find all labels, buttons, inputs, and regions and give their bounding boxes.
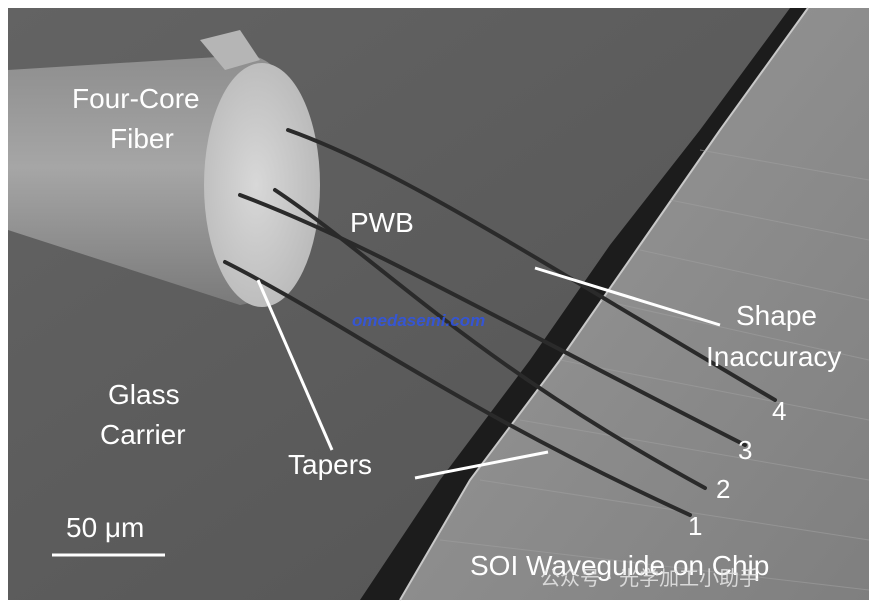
chip-waveguide-lines bbox=[439, 149, 870, 591]
label-tapers: Tapers bbox=[288, 449, 372, 480]
wire-bond-3 bbox=[238, 193, 747, 447]
trench-gap bbox=[360, 8, 808, 600]
label-waveguide-2: 2 bbox=[716, 474, 730, 504]
fiber-chipped-edge bbox=[200, 30, 260, 70]
wire-bond-4 bbox=[286, 128, 777, 402]
label-waveguide-4: 4 bbox=[772, 396, 786, 426]
wire-bond-2 bbox=[273, 188, 707, 490]
label-glass-line1: Glass bbox=[108, 379, 180, 410]
chip-surface bbox=[400, 8, 869, 600]
wire-bond-1 bbox=[223, 260, 692, 517]
label-shape-line2: Inaccuracy bbox=[706, 341, 841, 372]
fiber-end-face bbox=[204, 63, 320, 307]
photonic-wire-bonds bbox=[223, 128, 777, 517]
tapers-pointer-1 bbox=[256, 279, 334, 451]
annotation-lines bbox=[256, 266, 721, 480]
label-waveguide-3: 3 bbox=[738, 435, 752, 465]
label-pwb: PWB bbox=[350, 207, 414, 238]
label-waveguide-1: 1 bbox=[688, 511, 702, 541]
watermark-site: omedasemi.com bbox=[352, 311, 485, 330]
watermark-wechat: 公众号 · 光学加工小助手 bbox=[540, 566, 759, 590]
label-fiber-line1: Four-Core bbox=[72, 83, 200, 114]
label-glass-line2: Carrier bbox=[100, 419, 186, 450]
label-chip: SOI Waveguide on Chip bbox=[470, 550, 769, 581]
trench-edge bbox=[399, 7, 809, 601]
label-fiber-line2: Fiber bbox=[110, 123, 174, 154]
label-shape-line1: Shape bbox=[736, 300, 817, 331]
shape-pointer bbox=[534, 266, 721, 327]
tapers-pointer-2 bbox=[414, 450, 549, 480]
label-scale-bar: 50 μm bbox=[66, 512, 144, 543]
